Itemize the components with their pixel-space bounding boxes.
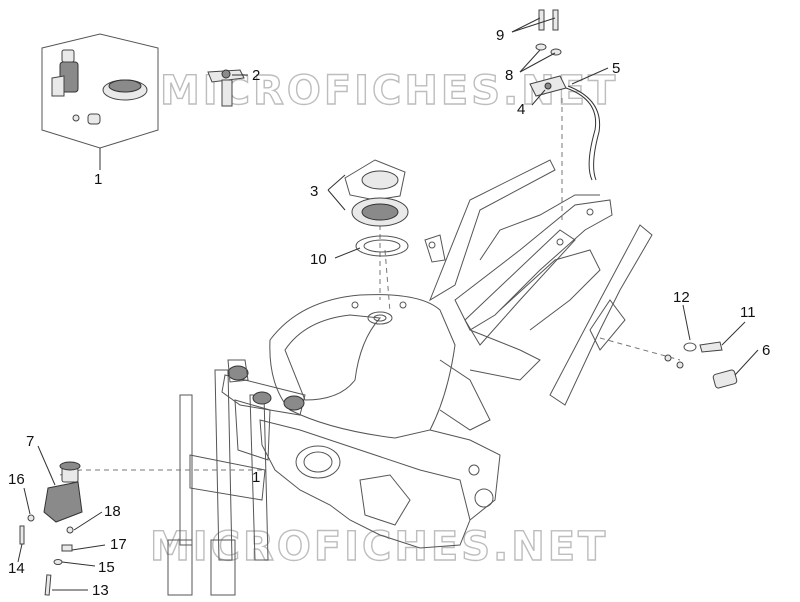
part-3-fuel-cap (344, 159, 409, 227)
callout-18: 18 (104, 503, 121, 520)
ignition-lock-kit (41, 33, 159, 149)
callout-9: 9 (496, 27, 504, 44)
callout-4: 4 (517, 101, 525, 118)
part-6-11-12-hardware (664, 341, 738, 389)
watermark-bottom: MICROFICHES.NET (150, 524, 608, 570)
callout-5: 5 (612, 60, 620, 77)
callout-14: 14 (8, 560, 25, 577)
callout-17: 17 (110, 536, 127, 553)
part-2-fuel-cap-cover (207, 69, 245, 107)
callout-2: 2 (252, 67, 260, 84)
callout-16: 16 (8, 471, 25, 488)
callout-7: 7 (26, 433, 34, 450)
callout-labels: 1 2 3 4 5 6 7 8 9 10 11 12 13 14 15 16 1… (8, 27, 770, 599)
callout-13: 13 (92, 582, 109, 599)
callout-15: 15 (98, 559, 115, 576)
chassis-frame-drawing (167, 159, 653, 596)
callout-6: 6 (762, 342, 770, 359)
part-10-gasket (355, 235, 409, 257)
callout-8: 8 (505, 67, 513, 84)
callout-10: 10 (310, 251, 327, 268)
callout-1: 1 (94, 171, 102, 188)
reference-dashed-lines (59, 98, 681, 476)
callout-12: 12 (673, 289, 690, 306)
callout-leaders (17, 17, 759, 591)
callout-1-frame: 1 (252, 469, 260, 486)
callout-11: 11 (740, 304, 756, 321)
part-7-steering-lock (19, 461, 83, 596)
callout-3: 3 (310, 183, 318, 200)
